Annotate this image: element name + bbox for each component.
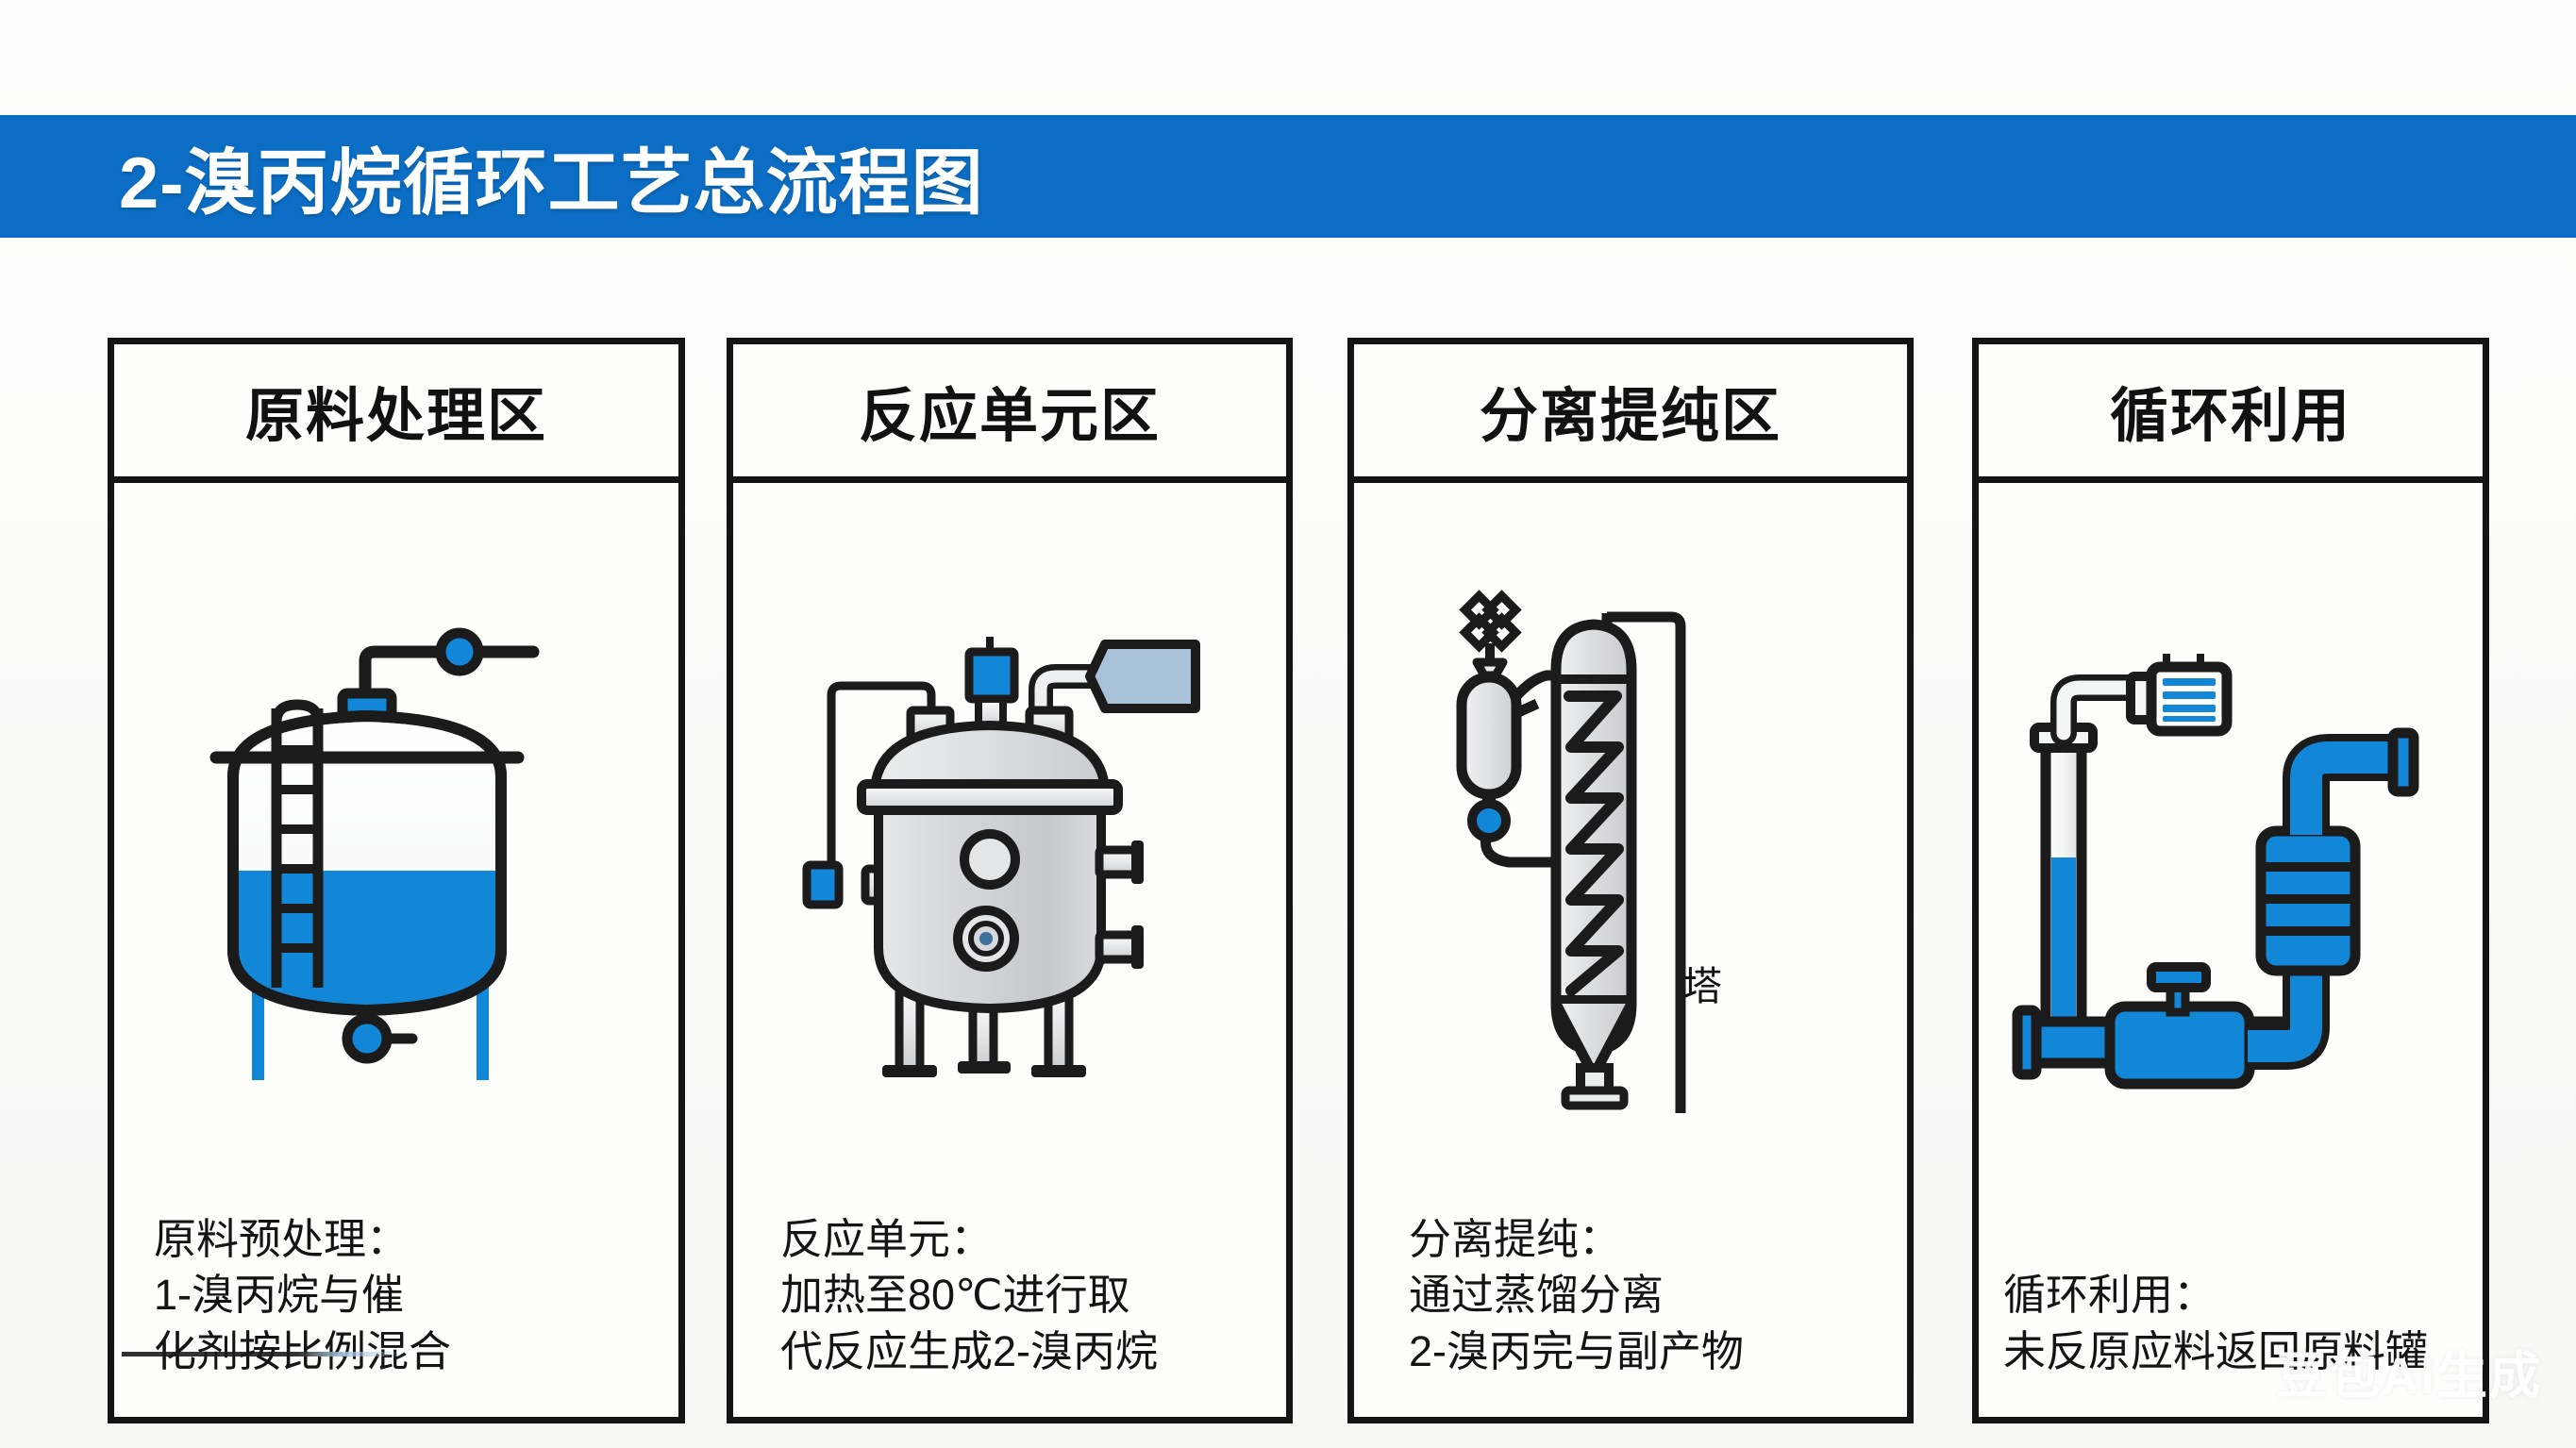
panel-reaction-unit[interactable]: 反应单元区 bbox=[727, 338, 1293, 1423]
scan-artifact bbox=[122, 1352, 405, 1356]
panel-row: 原料处理区 bbox=[0, 338, 2576, 1432]
panel-header-recycle: 循环利用 bbox=[1979, 344, 2483, 483]
page-title: 2-溴丙烷循环工艺总流程图 bbox=[119, 143, 984, 224]
panel-title-raw-material: 原料处理区 bbox=[244, 384, 547, 449]
panel-header-raw-material: 原料处理区 bbox=[114, 344, 678, 483]
caption-line: 1-溴丙烷与催 bbox=[154, 1271, 405, 1320]
caption-line: 未反原应料返回原料罐 bbox=[2003, 1326, 2429, 1375]
caption-line: 2-溴丙完与副产物 bbox=[1409, 1326, 1745, 1375]
recycle-piping-icon bbox=[1979, 483, 2483, 1267]
distillation-column-icon: 塔 bbox=[1354, 483, 1907, 1211]
caption-raw-material: 原料预处理： 1-溴丙烷与催 化剂按比例混合 bbox=[114, 1211, 678, 1417]
panel-header-reaction-unit: 反应单元区 bbox=[733, 344, 1286, 483]
panel-title-reaction-unit: 反应单元区 bbox=[858, 384, 1161, 449]
caption-line: 循环利用： bbox=[2003, 1271, 2216, 1320]
panel-separation[interactable]: 分离提纯区 bbox=[1347, 338, 1914, 1423]
column-label: 塔 bbox=[1682, 964, 1723, 1008]
caption-line: 通过蒸馏分离 bbox=[1409, 1271, 1664, 1320]
panel-raw-material[interactable]: 原料处理区 bbox=[108, 338, 685, 1423]
reactor-vessel-icon bbox=[733, 483, 1286, 1211]
panel-header-separation: 分离提纯区 bbox=[1354, 344, 1907, 483]
title-band: 2-溴丙烷循环工艺总流程图 bbox=[0, 115, 2576, 238]
storage-tank-icon bbox=[114, 483, 678, 1211]
caption-line: 原料预处理： bbox=[154, 1214, 410, 1263]
caption-separation: 分离提纯： 通过蒸馏分离 2-溴丙完与副产物 bbox=[1354, 1211, 1907, 1417]
panel-recycle[interactable]: 循环利用 bbox=[1972, 338, 2489, 1423]
panel-title-recycle: 循环利用 bbox=[2109, 384, 2351, 449]
caption-line: 加热至80℃进行取 bbox=[780, 1271, 1130, 1320]
caption-line: 化剂按比例混合 bbox=[154, 1326, 452, 1375]
caption-line: 代反应生成2-溴丙烷 bbox=[780, 1326, 1159, 1375]
panel-title-separation: 分离提纯区 bbox=[1479, 384, 1781, 449]
caption-line: 分离提纯： bbox=[1409, 1214, 1622, 1263]
caption-recycle: 循环利用： 未反原应料返回原料罐 bbox=[1979, 1267, 2483, 1417]
caption-reaction-unit: 反应单元： 加热至80℃进行取 代反应生成2-溴丙烷 bbox=[733, 1211, 1286, 1417]
caption-line: 反应单元： bbox=[780, 1214, 994, 1263]
